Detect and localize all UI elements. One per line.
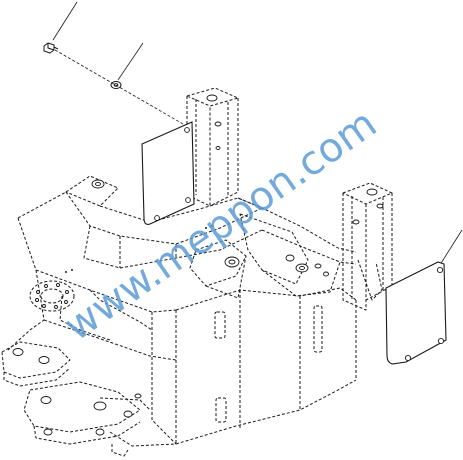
left-cover-plate (141, 121, 195, 225)
leader-lines (52, 1, 463, 269)
bolt-icon (43, 42, 59, 54)
frame-icon (1, 87, 393, 457)
washer-icon (110, 81, 122, 89)
watermark-text: www.meppon.com (56, 101, 385, 351)
right-cover-plate (385, 261, 447, 365)
